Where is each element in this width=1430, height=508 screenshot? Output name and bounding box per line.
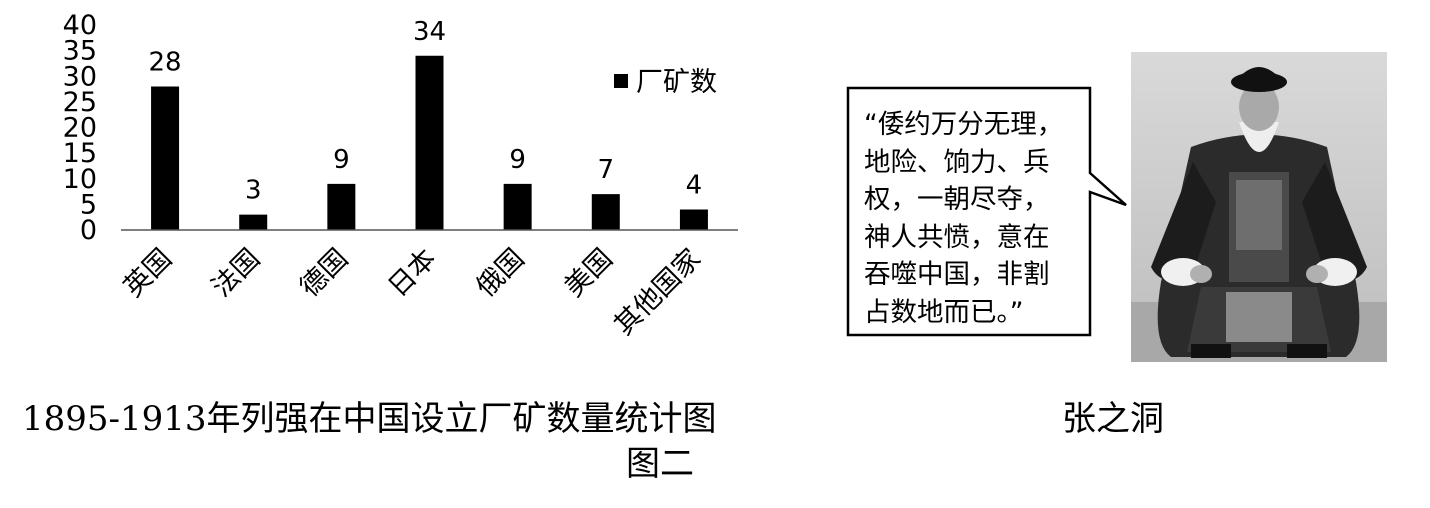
data-label: 3 xyxy=(245,176,262,206)
person-caption: 张之洞 xyxy=(1062,399,1164,439)
bar xyxy=(415,55,444,230)
speech-bubble-text: “倭约万分无理， 地险、饷力、兵权，一朝尽夺， 神人共愤，意在吞噬中国，非割占数地而… xyxy=(864,106,1119,331)
data-label: 4 xyxy=(686,171,703,201)
bar xyxy=(239,214,268,230)
y-tick-label: 10 xyxy=(63,164,97,195)
bar xyxy=(151,86,180,230)
speech-bubble-line: “倭约万分无理， xyxy=(864,109,1064,140)
legend: 厂矿数 xyxy=(614,67,717,98)
zhang-zhidong-portrait xyxy=(1131,52,1387,362)
y-tick-label: 30 xyxy=(63,61,97,92)
x-tick-label: 俄国 xyxy=(470,243,530,303)
data-label: 9 xyxy=(333,145,350,175)
speech-bubble xyxy=(846,86,1127,337)
data-label: 7 xyxy=(598,155,615,185)
bar xyxy=(503,183,532,230)
speech-bubble-line: 吞噬中国，非割 xyxy=(864,259,1050,290)
data-label: 28 xyxy=(149,48,182,78)
y-tick-label: 5 xyxy=(80,189,97,220)
speech-bubble-line: 神人共愤，意在 xyxy=(864,221,1050,253)
bar xyxy=(679,209,708,230)
x-axis-labels: 英国法国德国日本俄国美国其他国家 xyxy=(118,243,707,341)
speech-bubble-line: 权，一朝尽夺， xyxy=(864,184,1050,215)
data-label: 9 xyxy=(509,145,526,175)
y-tick-label: 35 xyxy=(63,36,97,67)
bar xyxy=(327,183,356,230)
x-tick-label: 英国 xyxy=(118,243,178,303)
speech-bubble-line: 占数地而已。” xyxy=(864,296,1024,328)
x-tick-label: 法国 xyxy=(206,243,266,303)
bar xyxy=(591,194,620,230)
x-tick-label: 其他国家 xyxy=(609,243,707,341)
figure-caption: 图二 xyxy=(626,444,694,484)
bars xyxy=(151,55,708,230)
x-tick-label: 日本 xyxy=(382,243,442,303)
chart-caption: 1895-1913年列强在中国设立厂矿数量统计图 xyxy=(22,399,717,439)
y-tick-label: 40 xyxy=(63,10,97,41)
factory-count-bar-chart: 0510152025303540 28 3 9 34 9 7 4 英国法国德国日本俄国美国其… xyxy=(63,10,738,341)
legend-label: 厂矿数 xyxy=(636,67,717,98)
speech-bubble-line: 地险、饷力、兵 xyxy=(864,146,1050,178)
y-tick-label: 25 xyxy=(63,87,97,118)
y-tick-label: 15 xyxy=(63,138,97,169)
y-tick-label: 0 xyxy=(80,215,97,246)
y-tick-label: 20 xyxy=(63,113,97,144)
data-labels: 28 3 9 34 9 7 4 xyxy=(149,17,703,206)
legend-swatch xyxy=(614,74,628,88)
x-tick-label: 美国 xyxy=(559,243,619,303)
x-tick-label: 德国 xyxy=(294,243,354,303)
data-label: 34 xyxy=(413,17,446,47)
